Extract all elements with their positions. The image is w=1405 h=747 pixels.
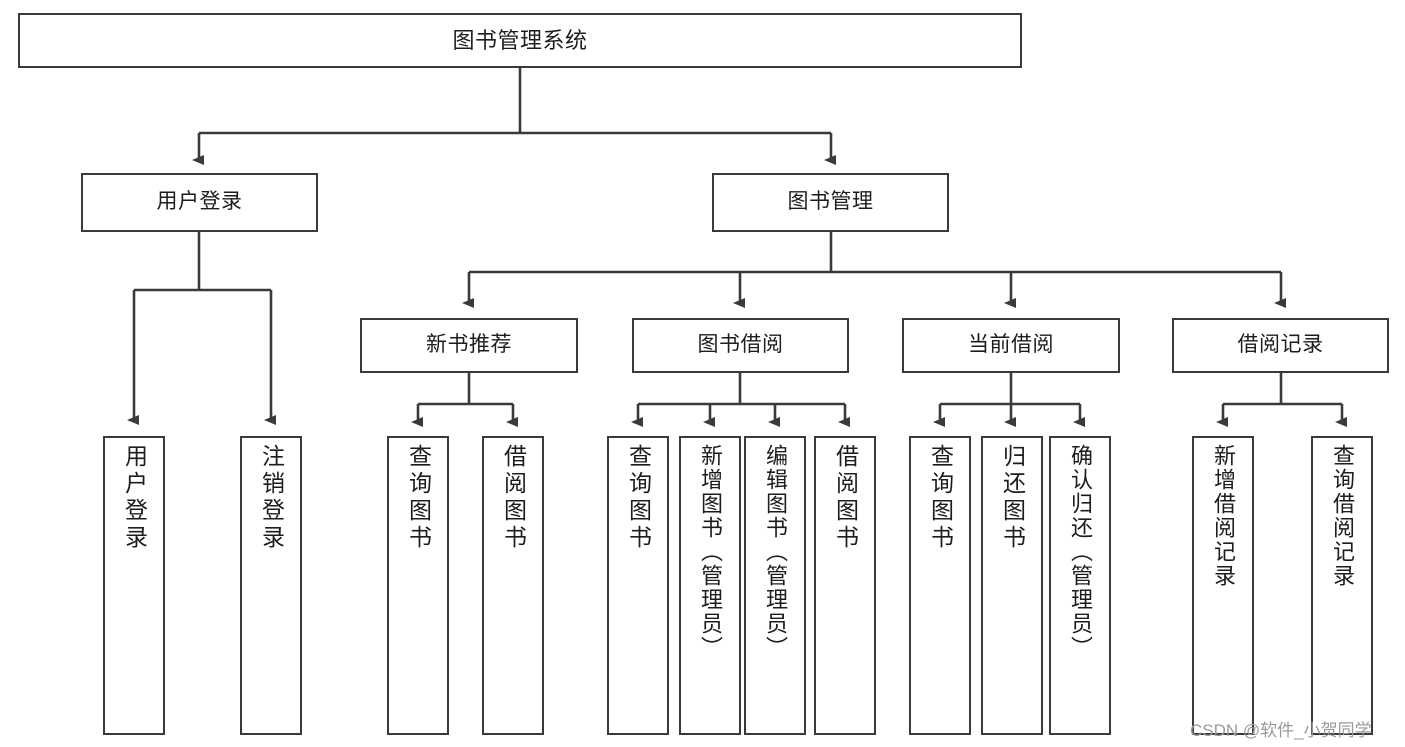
node-new-book-recommend[interactable]: 新书推荐 xyxy=(360,318,578,373)
node-label: 图书借阅 xyxy=(697,333,784,357)
leaf-add-borrow-record[interactable]: 新增借阅记录 xyxy=(1192,436,1254,735)
node-label: 图书管理 xyxy=(787,190,874,214)
leaf-edit-book-admin[interactable]: 编辑图书（管理员） xyxy=(744,436,806,735)
node-user-login[interactable]: 用户登录 xyxy=(81,173,318,232)
leaf-logout-login[interactable]: 注销登录 xyxy=(240,436,302,735)
node-label: 用户登录 xyxy=(121,444,148,552)
leaf-borrow-book[interactable]: 借阅图书 xyxy=(814,436,876,735)
node-label: 确认归还（管理员） xyxy=(1068,444,1093,660)
node-label: 新书推荐 xyxy=(426,333,512,357)
node-root-book-management-system[interactable]: 图书管理系统 xyxy=(18,13,1022,68)
node-label: 新增图书（管理员） xyxy=(698,444,723,660)
node-book-borrow[interactable]: 图书借阅 xyxy=(632,318,849,373)
leaf-query-borrow-record[interactable]: 查询借阅记录 xyxy=(1311,436,1373,735)
node-label: 归还图书 xyxy=(999,444,1026,552)
leaf-query-book-borrow[interactable]: 查询图书 xyxy=(607,436,669,735)
node-label: 查询图书 xyxy=(625,444,652,552)
node-label: 借阅图书 xyxy=(500,444,527,552)
node-label: 注销登录 xyxy=(258,444,285,552)
leaf-add-book-admin[interactable]: 新增图书（管理员） xyxy=(679,436,741,735)
leaf-query-book-current[interactable]: 查询图书 xyxy=(909,436,971,735)
node-label: 查询借阅记录 xyxy=(1330,444,1355,588)
leaf-return-book[interactable]: 归还图书 xyxy=(981,436,1043,735)
node-borrow-record[interactable]: 借阅记录 xyxy=(1172,318,1389,373)
leaf-query-book-recommend[interactable]: 查询图书 xyxy=(387,436,449,735)
node-label: 当前借阅 xyxy=(968,333,1054,357)
node-label: 编辑图书（管理员） xyxy=(763,444,788,660)
node-label: 借阅记录 xyxy=(1237,333,1324,357)
node-label: 图书管理系统 xyxy=(452,27,588,53)
leaf-user-login[interactable]: 用户登录 xyxy=(103,436,165,735)
node-label: 用户登录 xyxy=(156,190,243,214)
node-label: 新增借阅记录 xyxy=(1211,444,1236,588)
csdn-watermark: CSDN @软件_小贺同学 xyxy=(1190,721,1372,740)
node-label: 借阅图书 xyxy=(832,444,859,552)
node-label: 查询图书 xyxy=(405,444,432,552)
leaf-borrow-book-recommend[interactable]: 借阅图书 xyxy=(482,436,544,735)
node-book-management[interactable]: 图书管理 xyxy=(712,173,949,232)
leaf-confirm-return-admin[interactable]: 确认归还（管理员） xyxy=(1049,436,1111,735)
node-label: 查询图书 xyxy=(927,444,954,552)
node-current-borrow[interactable]: 当前借阅 xyxy=(902,318,1120,373)
